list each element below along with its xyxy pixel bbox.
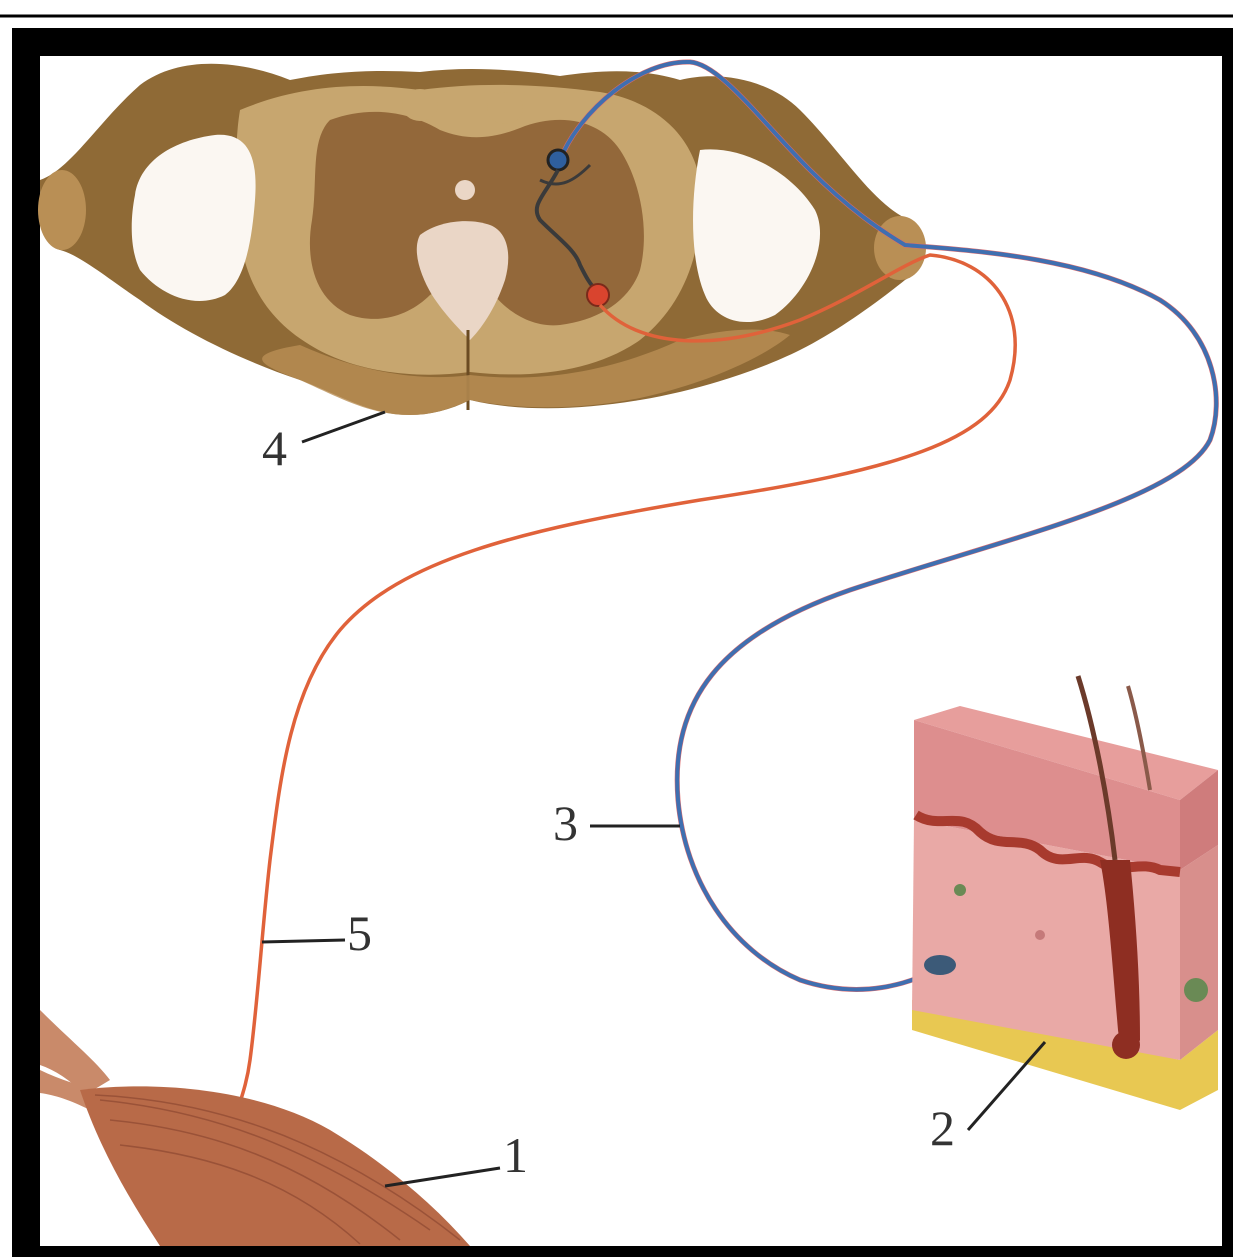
hair-bulb bbox=[1112, 1031, 1140, 1059]
sweat-gland bbox=[1184, 978, 1208, 1002]
label-5: 5 bbox=[347, 905, 372, 961]
muscle bbox=[40, 1010, 470, 1246]
skin-block bbox=[912, 676, 1218, 1110]
dorsal-column-right bbox=[487, 92, 523, 124]
label-2: 2 bbox=[930, 1100, 955, 1156]
skin-cell-1 bbox=[954, 884, 966, 896]
dorsal-column-left bbox=[402, 89, 438, 121]
receptor bbox=[924, 955, 956, 975]
spinal-cord-section bbox=[38, 64, 926, 415]
nerve-stump-left bbox=[38, 170, 86, 250]
label-4: 4 bbox=[262, 420, 287, 476]
skin-dermis-side bbox=[1180, 845, 1218, 1060]
label-3: 3 bbox=[553, 795, 578, 851]
sensory-cell-body bbox=[548, 150, 568, 170]
muscle-belly bbox=[80, 1086, 470, 1246]
central-canal bbox=[455, 180, 475, 200]
leader-line-1 bbox=[385, 1168, 500, 1186]
leader-line-5 bbox=[262, 940, 345, 942]
label-1: 1 bbox=[503, 1127, 528, 1183]
skin-cell-2 bbox=[1035, 930, 1045, 940]
motor-cell-body bbox=[587, 284, 609, 306]
leader-line-4 bbox=[302, 412, 385, 442]
